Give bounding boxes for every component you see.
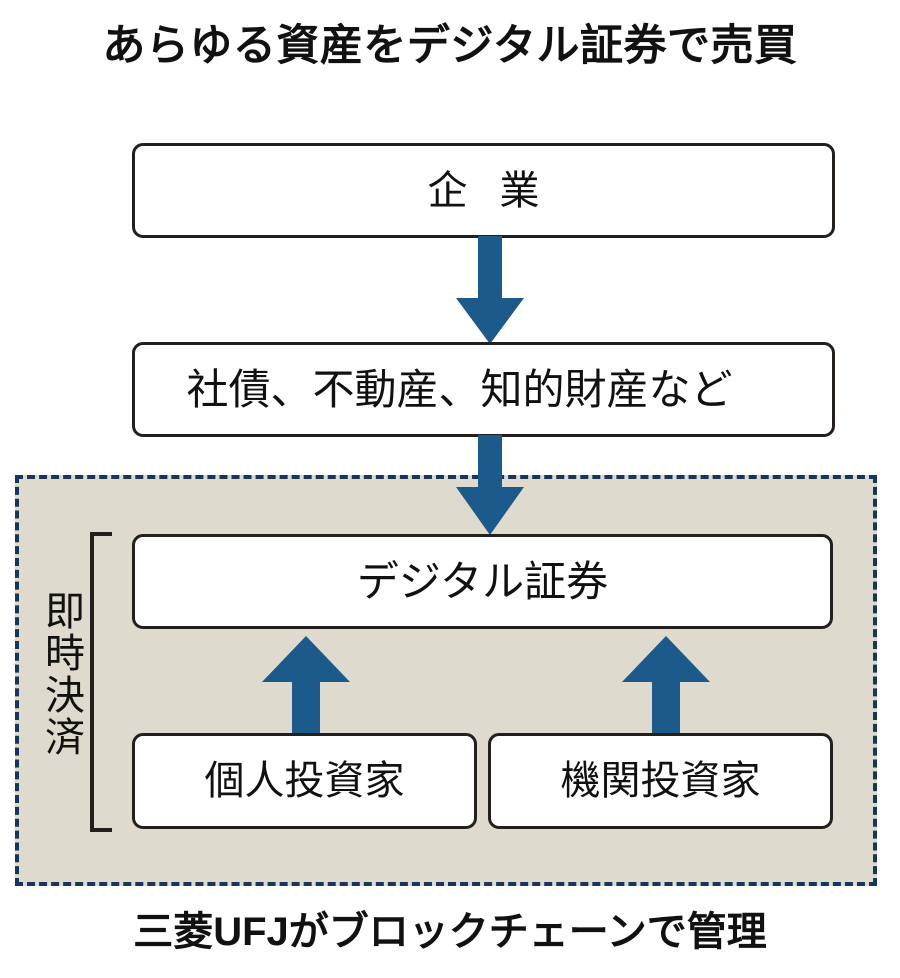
node-retail-investor: 個人投資家 bbox=[132, 733, 477, 829]
node-digital-securities: デジタル証券 bbox=[132, 534, 833, 629]
node-retail-investor-label: 個人投資家 bbox=[204, 759, 405, 803]
node-assets: 社債、不動産、知的財産など bbox=[132, 342, 835, 437]
page-title: あらゆる資産をデジタル証券で売買 bbox=[102, 22, 798, 70]
instant-settlement-label: 即時決済 bbox=[39, 590, 83, 758]
arrow-down-icon-company-to-assets bbox=[440, 236, 540, 346]
node-institutional-investor: 機関投資家 bbox=[488, 733, 833, 829]
node-assets-label: 社債、不動産、知的財産など bbox=[186, 365, 733, 413]
arrow-down-icon-assets-to-digital-securities bbox=[440, 435, 540, 537]
node-institutional-investor-label: 機関投資家 bbox=[560, 759, 761, 803]
instant-settlement-bracket bbox=[90, 532, 112, 832]
node-company: 企業 bbox=[132, 143, 835, 238]
node-company-label: 企業 bbox=[427, 168, 572, 213]
arrow-up-icon-retail-to-digital-securities bbox=[258, 634, 354, 738]
diagram-caption: 三菱UFJがブロックチェーンで管理 bbox=[133, 910, 767, 954]
arrow-up-icon-institutional-to-digital-securities bbox=[618, 634, 714, 738]
node-digital-securities-label: デジタル証券 bbox=[356, 557, 609, 605]
